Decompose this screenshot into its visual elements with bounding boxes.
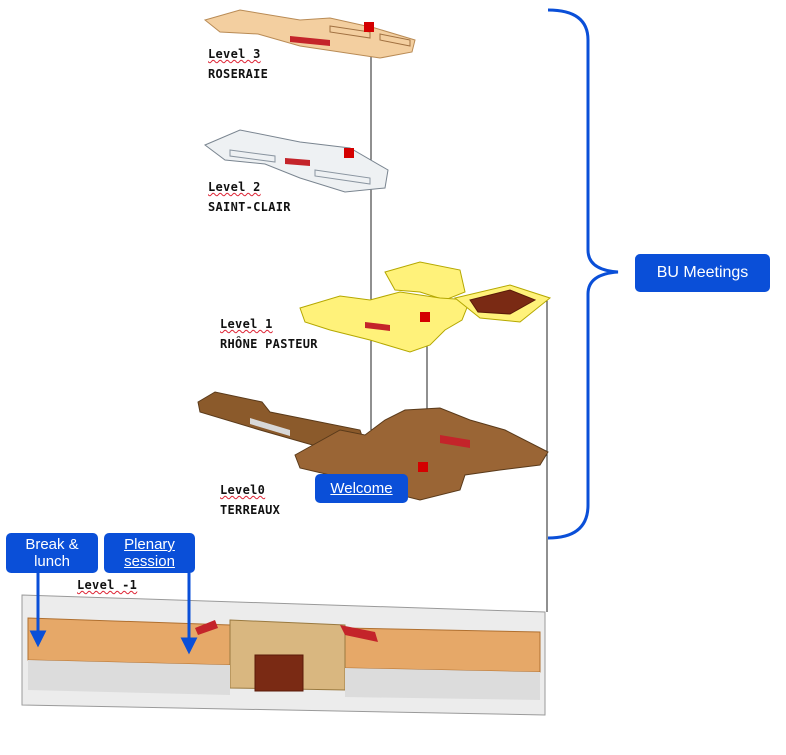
level-2-label: Level 2 SAINT-CLAIR: [208, 180, 291, 214]
elevator-marker-icon: [418, 462, 428, 472]
level-3-number: Level 3: [208, 47, 261, 61]
elevator-marker-icon: [364, 22, 374, 32]
level-0-number: Level0: [220, 483, 266, 497]
level-2-floorplan: [204, 129, 389, 193]
level-minus-1-label: Level -1: [77, 578, 137, 592]
level-2-name: SAINT-CLAIR: [208, 200, 291, 214]
elevator-marker-icon: [344, 148, 354, 158]
break-lunch-callout: Break & lunch: [6, 533, 98, 573]
level-minus-1-floorplan: [21, 594, 546, 716]
level-minus-1-number: Level -1: [77, 578, 138, 592]
bu-meetings-callout: BU Meetings: [635, 254, 770, 292]
level-1-name: RHÔNE PASTEUR: [220, 337, 318, 351]
elevator-marker-icon: [420, 312, 430, 322]
welcome-callout: Welcome: [315, 474, 408, 503]
welcome-callout-text: Welcome: [330, 480, 393, 497]
level-1-floorplan: [299, 261, 552, 353]
level-2-number: Level 2: [208, 180, 261, 194]
bu-meetings-bracket: [547, 8, 619, 540]
level-0-name: TERREAUX: [220, 503, 281, 517]
level-1-number: Level 1: [220, 317, 273, 331]
plenary-session-callout: Plenary session: [104, 533, 195, 573]
level-3-label: Level 3 ROSERAIE: [208, 47, 268, 81]
plenary-session-callout-text: Plenary session: [124, 536, 175, 570]
level-3-floorplan: [203, 9, 416, 59]
level-3-name: ROSERAIE: [208, 67, 269, 81]
callout-arrows: [29, 573, 198, 655]
level-1-label: Level 1 RHÔNE PASTEUR: [220, 317, 318, 351]
level-0-label: Level0 TERREAUX: [220, 483, 280, 517]
